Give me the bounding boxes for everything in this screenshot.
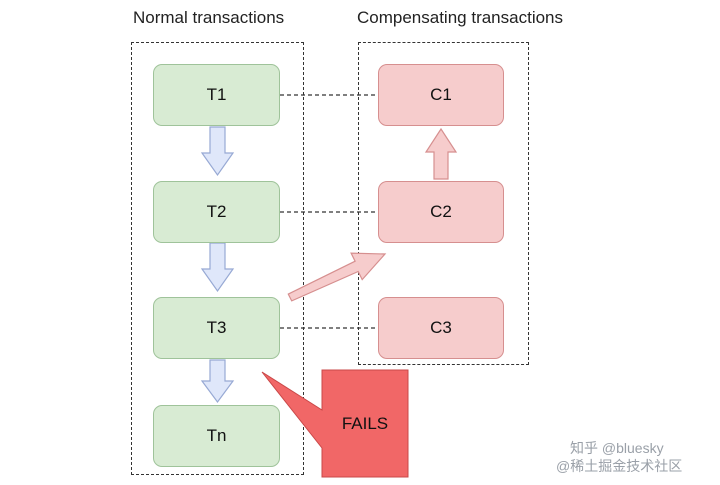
compensation-c2: C2 <box>378 181 504 243</box>
watermark-line1: 知乎 @bluesky <box>570 440 664 456</box>
transaction-tn: Tn <box>153 405 280 467</box>
down-arrow-t3-tn <box>200 359 235 404</box>
compensating-transactions-group <box>358 42 529 365</box>
watermark-line2: @稀土掘金技术社区 <box>556 458 683 474</box>
compensation-c1: C1 <box>378 64 504 126</box>
up-arrow-c2-c1 <box>424 127 458 180</box>
fails-callout-shape <box>261 369 409 478</box>
normal-transactions-title: Normal transactions <box>133 8 285 27</box>
diagonal-arrow-t3-c2 <box>287 252 387 302</box>
down-arrow-t2-t3 <box>200 242 235 293</box>
fails-label: FAILS <box>341 413 389 433</box>
compensating-transactions-title: Compensating transactions <box>357 8 564 27</box>
normal-transactions-group <box>131 42 304 475</box>
transaction-t3: T3 <box>153 297 280 359</box>
down-arrow-t1-t2 <box>200 126 235 177</box>
transaction-t1: T1 <box>153 64 280 126</box>
compensation-c3: C3 <box>378 297 504 359</box>
transaction-t2: T2 <box>153 181 280 243</box>
